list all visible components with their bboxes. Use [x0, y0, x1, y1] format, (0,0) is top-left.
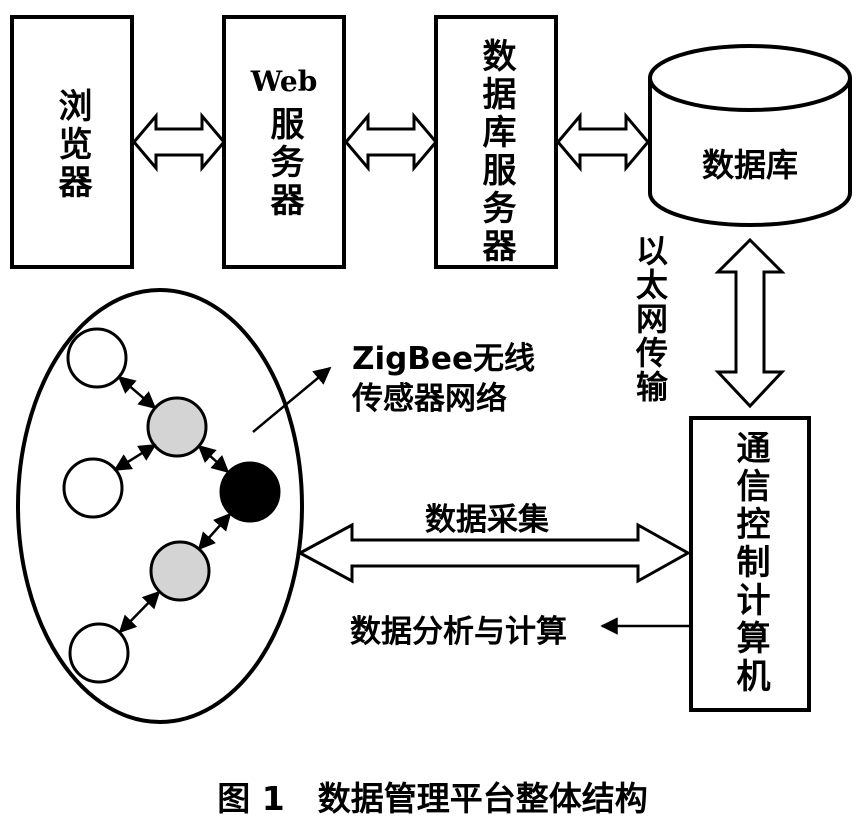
sensor-node-1	[66, 327, 128, 389]
ethernet-double-arrow	[714, 237, 786, 409]
zigbee-network-ellipse	[16, 288, 304, 724]
browser-label-text: 浏览器	[52, 88, 92, 202]
browser-web-double-arrow	[132, 111, 226, 173]
sensor-node-3	[68, 622, 130, 684]
web-server-box	[222, 15, 346, 269]
database-label: 数据库	[701, 146, 798, 184]
db-server-box	[434, 15, 558, 269]
database-cylinder	[648, 44, 852, 227]
zigbee-label-line1: ZigBee无线	[352, 341, 535, 377]
db-server-label: 数据库服务器	[436, 38, 556, 266]
comm-computer-label: 通信控制计算机	[691, 430, 809, 696]
ethernet-label: 以太网传输	[625, 234, 675, 404]
figure-caption: 图 1 数据管理平台整体结构	[217, 779, 648, 818]
router-node-2	[149, 540, 211, 602]
web-dbserver-double-arrow	[344, 111, 438, 173]
browser-box	[10, 15, 134, 269]
comm-computer-label-text: 通信控制计算机	[730, 430, 770, 696]
web-server-label-text: 服务器	[264, 106, 304, 220]
router-node-1	[146, 396, 208, 458]
ethernet-label-text: 以太网传输	[631, 234, 669, 404]
web-server-title: Web	[250, 65, 318, 98]
zigbee-pointer-arrow	[252, 366, 332, 433]
data-collection-double-arrow	[296, 522, 692, 584]
zigbee-label-line2: 传感器网络	[352, 381, 507, 417]
data-collection-label: 数据采集	[425, 502, 549, 538]
node-links	[113, 375, 232, 634]
browser-label: 浏览器	[12, 88, 132, 202]
comm-computer-box	[689, 416, 811, 712]
dbserver-database-double-arrow	[556, 111, 650, 173]
db-server-label-text: 数据库服务器	[476, 38, 516, 266]
coordinator-node	[219, 461, 281, 523]
data-analysis-label: 数据分析与计算	[350, 614, 567, 650]
sensor-node-2	[62, 457, 124, 519]
web-server-label: Web 服务器	[224, 64, 344, 220]
